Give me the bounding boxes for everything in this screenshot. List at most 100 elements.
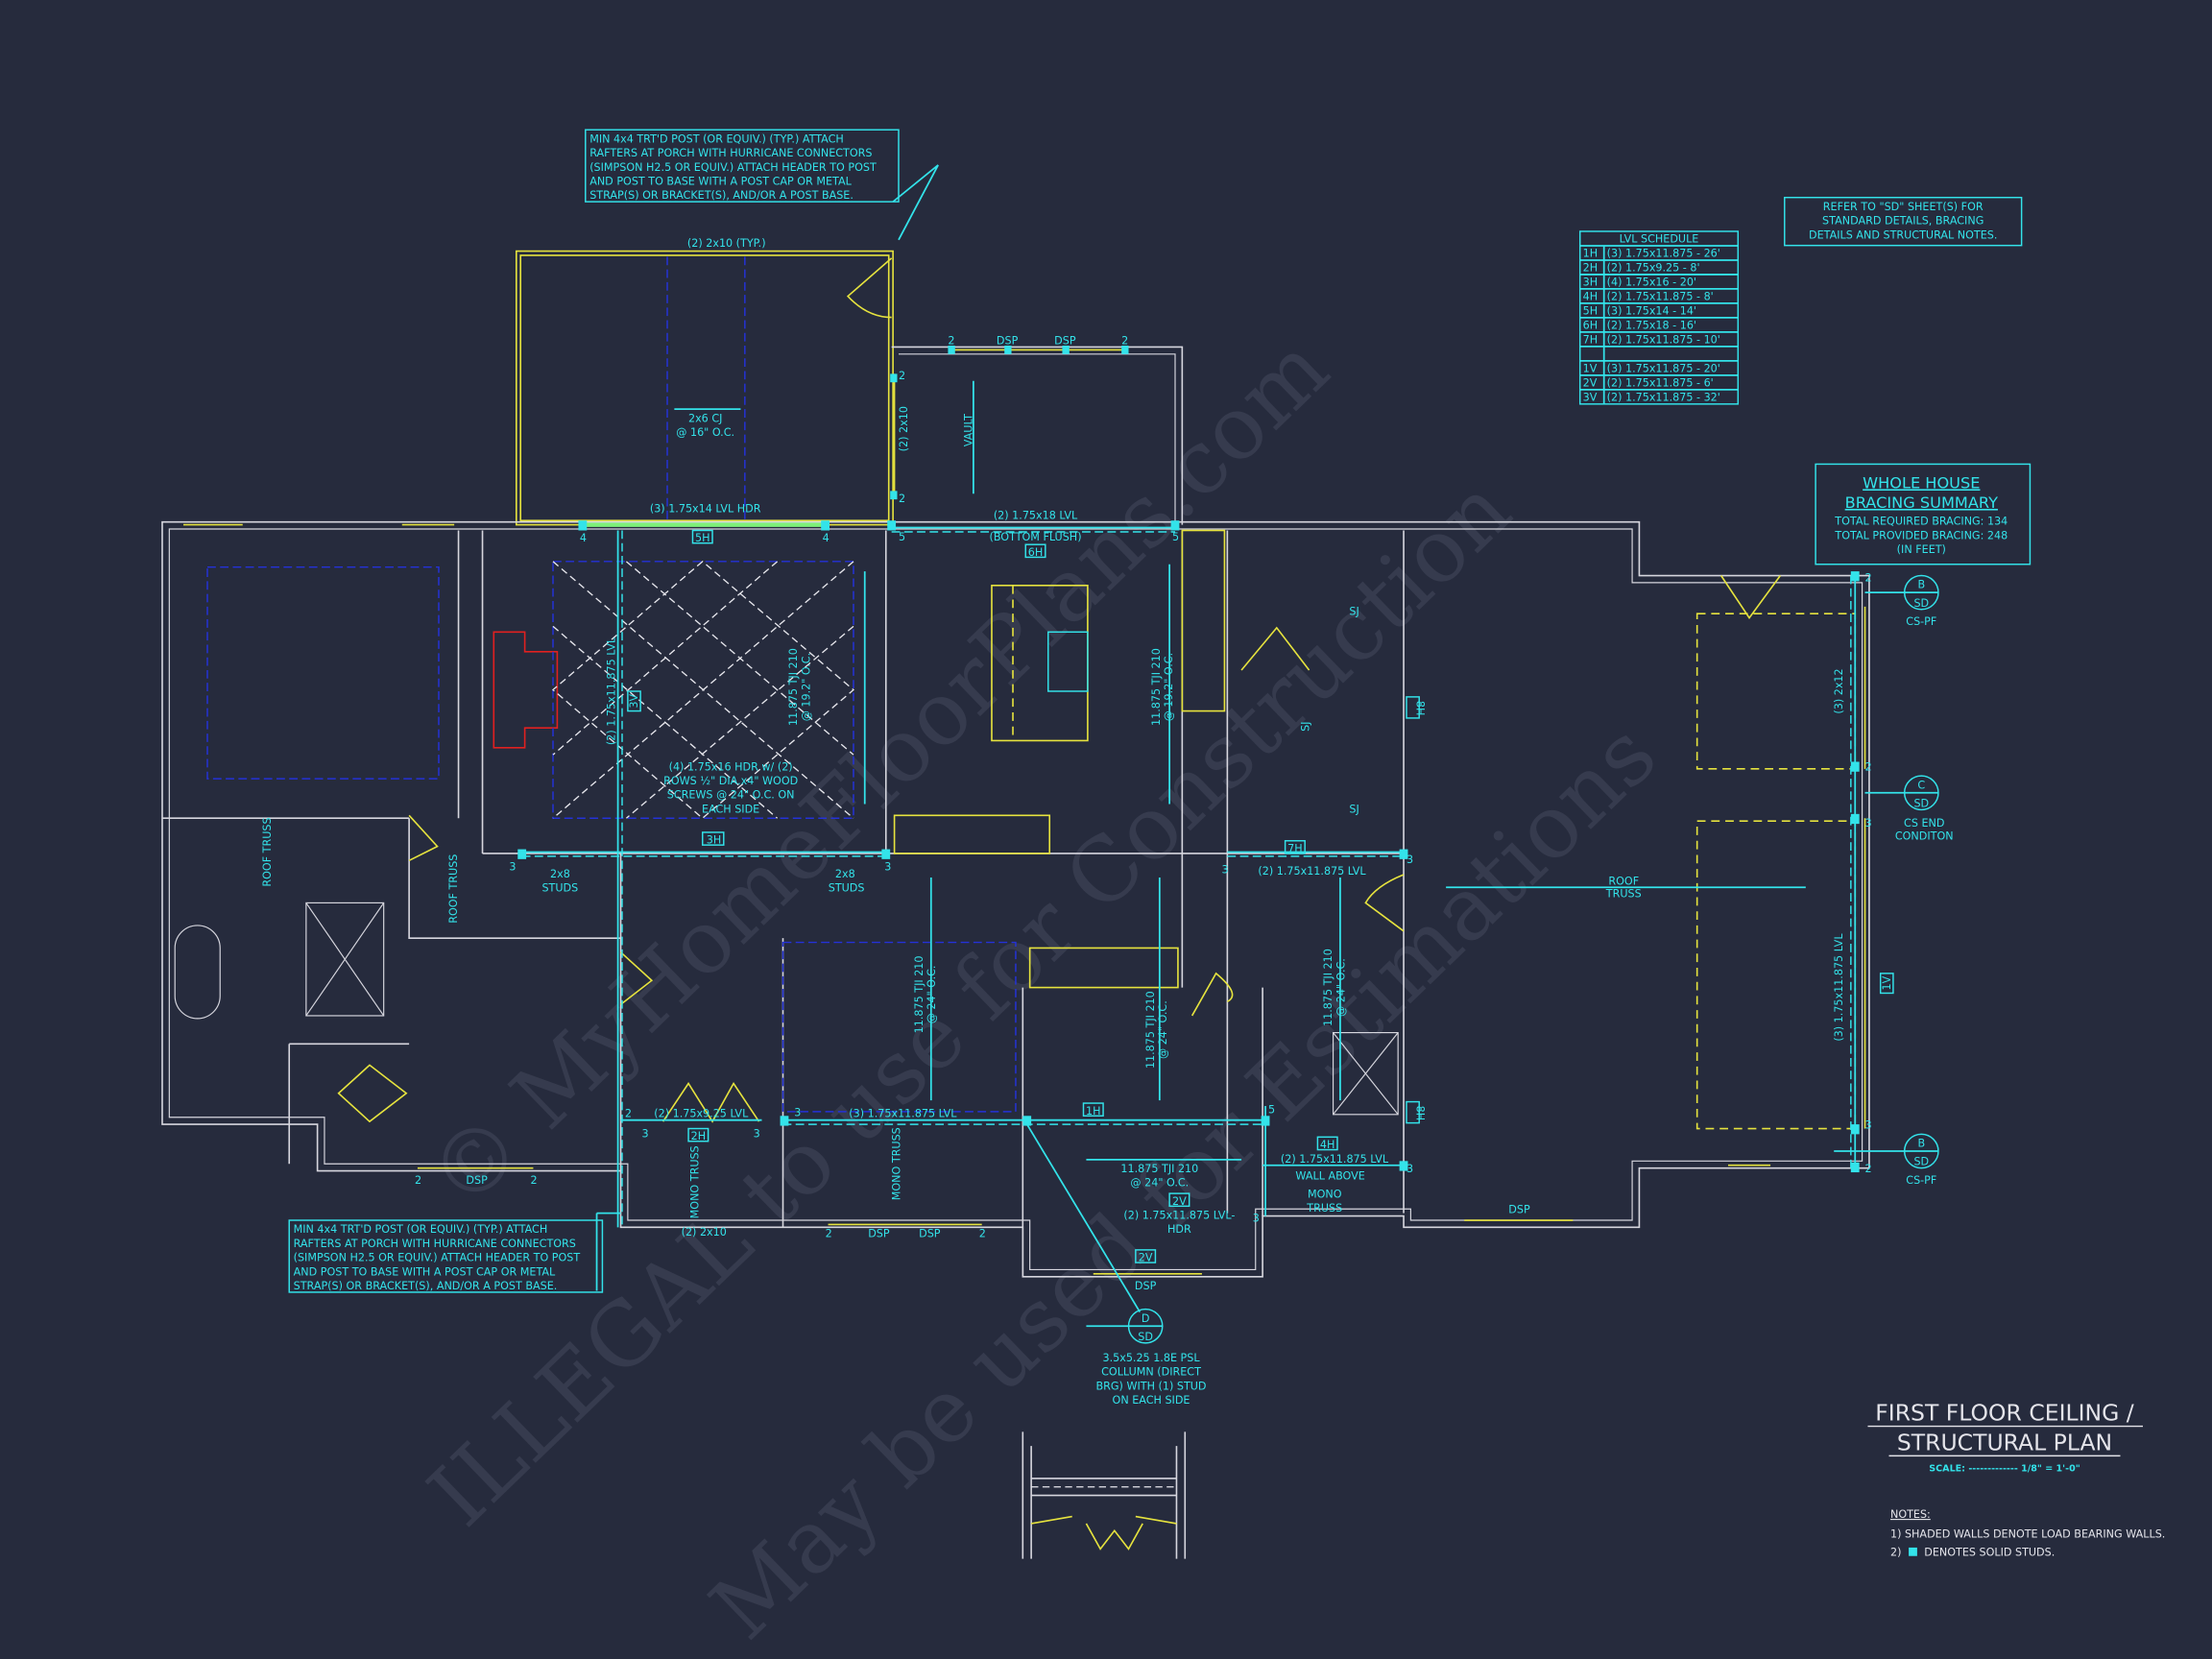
solid-stud-legend-icon <box>1909 1547 1917 1556</box>
label: SCREWS @ 24" O.C. ON <box>667 789 795 802</box>
label: ROOF <box>1608 875 1639 887</box>
label: @ 19.2" O.C. <box>1163 653 1175 721</box>
note-line: MIN 4x4 TRT'D POST (OR EQUIV.) (TYP.) AT… <box>294 1223 548 1236</box>
entry-detail <box>1022 1431 1187 1559</box>
callout-sheet: SD <box>1913 597 1929 610</box>
drawing-title: STRUCTURAL PLAN <box>1897 1430 2112 1456</box>
label: DSP <box>1054 335 1076 348</box>
schedule-id: 1V <box>1583 363 1598 375</box>
label: 2 <box>1121 335 1128 348</box>
coffered-ceiling-pattern <box>551 560 855 820</box>
label: 4 <box>823 532 830 544</box>
callout-desc: COLLUMN (DIRECT <box>1101 1366 1201 1379</box>
label: (2) 1.75x9.25 LVL <box>654 1108 749 1120</box>
label: 2 <box>1865 571 1872 584</box>
note-line: (SIMPSON H2.5 OR EQUIV.) ATTACH HEADER T… <box>589 161 877 174</box>
label: (3) 2x12 <box>1833 668 1845 713</box>
solid-studs <box>517 346 1860 1173</box>
note-line: STRAP(S) OR BRACKET(S), AND/OR A POST BA… <box>589 189 854 202</box>
section-callout-c[interactable]: C SD CS END CONDITON <box>1864 775 1954 842</box>
label: (2) 2x10 (TYP.) <box>687 237 766 250</box>
label: SJ <box>1300 722 1312 732</box>
rear-porch-inner <box>519 254 890 522</box>
callout-sheet: SD <box>1138 1331 1153 1343</box>
label: 2x8 <box>550 868 570 880</box>
label: @ 24" O.C. <box>926 966 938 1024</box>
note-line: RAFTERS AT PORCH WITH HURRICANE CONNECTO… <box>294 1238 576 1250</box>
label: STUDS <box>829 882 865 895</box>
tag: 8H <box>1413 701 1426 715</box>
label: 2 <box>625 1108 632 1120</box>
schedule-spec: (2) 1.75x9.25 - 8' <box>1607 262 1700 275</box>
tag: 8H <box>1413 1106 1426 1121</box>
bracing-summary: WHOLE HOUSE BRACING SUMMARY TOTAL REQUIR… <box>1815 463 2032 565</box>
callout-sheet: SD <box>1913 797 1929 809</box>
label: 3 <box>754 1127 760 1140</box>
label: 11.875 TJI 210 <box>1120 1163 1198 1175</box>
rear-porch-outline <box>515 250 894 526</box>
label: 2 <box>899 493 905 505</box>
note-line: (SIMPSON H2.5 OR EQUIV.) ATTACH HEADER T… <box>294 1252 581 1264</box>
title-block: FIRST FLOOR CEILING / STRUCTURAL PLAN SC… <box>1867 1400 2165 1559</box>
bracing-unit: (IN FEET) <box>1897 543 1946 556</box>
callout-letter: B <box>1917 579 1925 591</box>
drawing-scale: SCALE: ------------- 1/8" = 1'-0" <box>1929 1464 2080 1475</box>
notes-heading: NOTES: <box>1890 1508 1931 1521</box>
schedule-id: 3V <box>1583 392 1598 404</box>
porch-note-bottom: MIN 4x4 TRT'D POST (OR EQUIV.) (TYP.) AT… <box>288 1219 604 1293</box>
label: DSP <box>997 335 1019 348</box>
detail-callout-d[interactable]: D SD 3.5x5.25 1.8E PSL COLLUMN (DIRECT B… <box>1086 1308 1207 1407</box>
exterior-wall <box>161 520 1870 1278</box>
note-line: AND POST TO BASE WITH A POST CAP OR META… <box>294 1265 556 1278</box>
label: 5 <box>1172 531 1179 543</box>
label: SJ <box>1349 803 1358 815</box>
label: DSP <box>1135 1280 1157 1292</box>
note-line: REFER TO "SD" SHEET(S) FOR <box>1823 201 1984 213</box>
label: (2) 1.75x11.875 LVL- <box>1123 1210 1235 1222</box>
note-line: STRAP(S) OR BRACKET(S), AND/OR A POST BA… <box>294 1280 558 1292</box>
label: (2) 1.75x11.875 LVL <box>606 637 618 745</box>
label: MONO TRUSS <box>890 1127 902 1200</box>
label: 3 <box>509 861 516 874</box>
schedule-id: 7H <box>1583 334 1599 347</box>
label: VAULT <box>962 414 974 446</box>
label: 2 <box>1865 760 1872 773</box>
porch-note-top: MIN 4x4 TRT'D POST (OR EQUIV.) (TYP.) AT… <box>585 129 900 203</box>
section-callout-b-top[interactable]: B SD CS-PF <box>1864 574 1939 628</box>
schedule-spec: (2) 1.75x11.875 - 32' <box>1607 392 1720 404</box>
drawing-title: FIRST FLOOR CEILING / <box>1875 1400 2134 1427</box>
schedule-spec: (3) 1.75x14 - 14' <box>1607 305 1696 318</box>
tag: 5H <box>695 532 710 544</box>
label: ROOF TRUSS <box>447 854 460 924</box>
label: 11.875 TJI 210 <box>1150 648 1163 726</box>
label: DSP <box>1508 1204 1530 1216</box>
tag: 7H <box>1287 843 1302 855</box>
label: @ 19.2" O.C. <box>800 653 812 721</box>
label: (4) 1.75x16 HDR w/ (2) <box>669 760 793 773</box>
label: WALL ABOVE <box>1295 1169 1364 1182</box>
callout-sheet: SD <box>1913 1156 1929 1168</box>
label: DSP <box>466 1174 488 1187</box>
schedule-title: LVL SCHEDULE <box>1620 233 1699 246</box>
note-1: 1) SHADED WALLS DENOTE LOAD BEARING WALL… <box>1890 1528 2165 1541</box>
note-line: STANDARD DETAILS, BRACING <box>1822 215 1984 228</box>
schedule-spec: (4) 1.75x16 - 20' <box>1607 276 1696 289</box>
label: 3 <box>1865 817 1872 830</box>
schedule-spec: (3) 1.75x11.875 - 20' <box>1607 363 1720 375</box>
schedule-id: 5H <box>1583 305 1599 318</box>
callout-letter: B <box>1917 1138 1925 1150</box>
callout-letter: D <box>1142 1312 1150 1325</box>
label: 2x6 CJ <box>688 412 722 424</box>
tag: 6H <box>1028 546 1044 559</box>
callout-desc: 3.5x5.25 1.8E PSL <box>1102 1352 1200 1364</box>
label: MONO <box>1308 1189 1342 1201</box>
note-line: AND POST TO BASE WITH A POST CAP OR META… <box>589 175 852 187</box>
label: 11.875 TJI 210 <box>787 648 800 726</box>
section-callout-b-bottom[interactable]: B SD CS-PF <box>1834 1133 1939 1187</box>
label: DSP <box>868 1228 890 1240</box>
note-line: RAFTERS AT PORCH WITH HURRICANE CONNECTO… <box>589 147 872 159</box>
schedule-id: 6H <box>1583 320 1599 332</box>
bracing-title: BRACING SUMMARY <box>1845 493 1998 512</box>
tag: 2V <box>1139 1252 1153 1264</box>
